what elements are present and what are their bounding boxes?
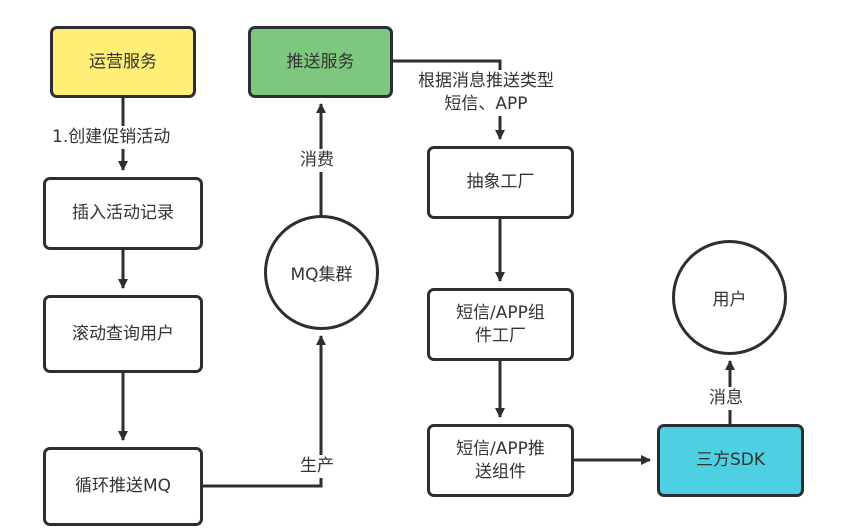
- edge-label-consume: 消费: [300, 149, 334, 172]
- component-factory-node[interactable]: 短信/APP组 件工厂: [427, 288, 574, 361]
- loop-push-mq-label: 循环推送MQ: [74, 476, 172, 496]
- edge-loop-to-mq: [202, 335, 326, 488]
- edge-label-message: 消息: [709, 387, 743, 410]
- third-party-sdk-label: 三方SDK: [695, 450, 766, 470]
- ops-service-label: 运营服务: [89, 51, 157, 72]
- push-component-label-line2: 送组件: [475, 461, 526, 482]
- edge-label-produce: 生产: [300, 455, 334, 478]
- scroll-query-users-node[interactable]: 滚动查询用户: [43, 295, 203, 373]
- user-label: 用户: [712, 290, 747, 310]
- edge-label-by-type: 根据消息推送类型 短信、APP: [418, 70, 554, 116]
- push-component-label-line1: 短信/APP推: [456, 438, 545, 459]
- push-service-node[interactable]: 推送服务: [248, 26, 393, 98]
- scroll-query-users-label: 滚动查询用户: [72, 323, 174, 344]
- insert-record-node[interactable]: 插入活动记录: [43, 177, 203, 250]
- mq-cluster-label: MQ集群: [290, 265, 353, 285]
- edge-label-by-type-line1: 根据消息推送类型: [418, 71, 554, 91]
- insert-record-label: 插入活动记录: [72, 203, 174, 223]
- push-service-label: 推送服务: [286, 51, 355, 72]
- user-node[interactable]: 用户: [672, 240, 787, 355]
- abstract-factory-node[interactable]: 抽象工厂: [427, 146, 574, 219]
- abstract-factory-label: 抽象工厂: [466, 172, 535, 192]
- component-factory-label-line2: 件工厂: [475, 325, 526, 346]
- mq-cluster-node[interactable]: MQ集群: [264, 215, 379, 330]
- edge-label-by-type-line2: 短信、APP: [444, 94, 528, 114]
- ops-service-node[interactable]: 运营服务: [50, 26, 196, 98]
- edge-label-create-promo: 1.创建促销活动: [52, 126, 171, 149]
- third-party-sdk-node[interactable]: 三方SDK: [657, 424, 804, 497]
- component-factory-label-line1: 短信/APP组: [456, 302, 545, 323]
- loop-push-mq-node[interactable]: 循环推送MQ: [43, 447, 203, 526]
- push-component-node[interactable]: 短信/APP推 送组件: [427, 424, 574, 497]
